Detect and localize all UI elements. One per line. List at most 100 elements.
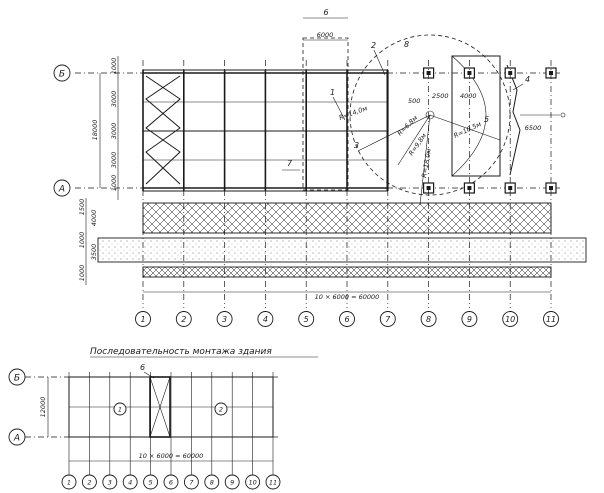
- callout-8: 8: [404, 40, 409, 49]
- seq-axis-label-5: 5: [149, 479, 153, 487]
- zone-6-outline: [302, 37, 349, 191]
- column-axis-label-1: 1: [140, 315, 145, 324]
- vertical-bracing-top: [145, 75, 181, 185]
- column-axis-label-10: 10: [505, 315, 515, 324]
- seq-axis-label-8: 8: [210, 479, 214, 487]
- crane-path-4: [506, 64, 521, 176]
- sequence-plan: Последовательность монтажа здания Б А 6 …: [8, 347, 318, 490]
- seq-axis-label-6: 6: [169, 479, 173, 487]
- small-dim-4000: 4000: [460, 92, 477, 100]
- seq-axis-bubble-b: [8, 368, 26, 386]
- seq-axis-bubble-6: [163, 474, 179, 490]
- column-core-9-a: [467, 186, 472, 190]
- small-dim-500: 500: [408, 97, 420, 105]
- seq-zone-1: 1: [118, 406, 122, 414]
- column-axis-bubble-1: [135, 311, 151, 327]
- crane-zone-rect: [451, 55, 501, 177]
- axis-label-b: Б: [59, 70, 65, 80]
- column-axis-bubble-4: [257, 311, 274, 327]
- seq-axis-bubble-5: [143, 474, 159, 490]
- callout-4: 4: [525, 75, 530, 84]
- column-axis-bubble-9: [461, 311, 478, 327]
- left-dim-2: 3000: [110, 91, 118, 108]
- column-axis-label-9: 9: [467, 315, 472, 324]
- seq-axis-label-9: 9: [230, 479, 234, 487]
- seq-axis-bubble-a: [8, 428, 26, 446]
- column-axis-label-11: 11: [546, 315, 556, 324]
- radius-r10-line: [429, 114, 501, 141]
- radius-r18-label: R=18,0м: [420, 148, 433, 178]
- column-axis-label-4: 4: [263, 315, 268, 324]
- span-total-label: 10 × 6000 = 60000: [315, 293, 380, 301]
- column-core-10-a: [508, 186, 513, 190]
- main-plan: Б А 6 6000: [53, 8, 587, 327]
- seq-axis-bubble-1: [61, 474, 77, 490]
- callout-2: 2: [371, 41, 376, 50]
- column-axis-bubble-10: [502, 311, 519, 327]
- column-axis-bubble-11: [543, 311, 559, 327]
- callout-4-leader: [512, 83, 524, 91]
- column-axis-bubble-5: [298, 311, 315, 327]
- seq-axis-label-4: 4: [128, 479, 132, 487]
- height-total-label: 18000: [91, 120, 99, 141]
- seq-axis-label-3: 3: [108, 479, 112, 487]
- seq-bay-cross-2: [149, 376, 171, 438]
- seq-axis-label-10: 10: [248, 479, 256, 487]
- radius-r10-label: R=10,5м: [452, 120, 482, 140]
- left-dim-1: 1000: [110, 58, 118, 75]
- seq-axis-bubble-9: [224, 474, 240, 490]
- axis-label-a: А: [58, 185, 65, 195]
- seq-axis-bubble-11: [265, 474, 281, 490]
- seq-zone-1-bubble: [113, 402, 127, 416]
- seq-start-bay: [149, 376, 171, 438]
- axis-bubble-b: [53, 64, 71, 82]
- left-dim-4: 3000: [110, 152, 118, 169]
- band-dim-4: 3500: [90, 244, 98, 261]
- column-axis-label-2: 2: [181, 315, 186, 324]
- callout-3: 3: [354, 141, 359, 150]
- seq-axis-bubble-8: [204, 474, 220, 490]
- callout-7: 7: [287, 159, 293, 168]
- seq-axis-label-7: 7: [189, 479, 194, 487]
- column-axis-label-7: 7: [385, 315, 391, 324]
- right-dim-6500: 6500: [525, 124, 542, 132]
- axis-bubble-a: [53, 179, 71, 197]
- band-dim-1: 1500: [78, 199, 86, 216]
- column-axes: 1 2 3 4 5 6 7 8 9 10 11: [135, 60, 559, 327]
- seq-axis-label-b: Б: [14, 374, 20, 384]
- small-dim-2500: 2500: [432, 92, 449, 100]
- column-axis-label-8: 8: [426, 315, 431, 324]
- seq-zone-2: 2: [219, 406, 223, 414]
- seq-axis-bubble-3: [102, 474, 118, 490]
- seq-axis-bubble-2: [81, 474, 97, 490]
- callout-6: 6: [323, 8, 328, 17]
- dim-6000: 6000: [317, 31, 334, 39]
- seq-axis-bubble-4: [122, 474, 138, 490]
- column-axis-label-6: 6: [344, 315, 349, 324]
- column-axis-label-3: 3: [222, 315, 227, 324]
- sequence-title: Последовательность монтажа здания: [90, 347, 272, 357]
- left-dim-3: 3000: [110, 123, 118, 140]
- column-axis-label-5: 5: [304, 315, 309, 324]
- band-dim-3: 1000: [78, 232, 86, 249]
- column-axis-bubble-3: [216, 311, 233, 327]
- column-axis-bubble-2: [175, 311, 192, 327]
- seq-callout-6-leader: [143, 371, 155, 379]
- column-core-8-a: [426, 186, 431, 190]
- left-dim-5: 1000: [110, 175, 118, 192]
- road-strip-dotted: [97, 237, 587, 263]
- seq-axis-bubble-10: [245, 474, 261, 490]
- callout-2-leader: [373, 49, 386, 76]
- callout-1: 1: [330, 88, 335, 97]
- column-axis-bubble-8: [420, 311, 437, 327]
- column-axis-bubble-6: [339, 311, 355, 327]
- radius-r6-line: [357, 114, 431, 152]
- band-dim-5: 1000: [78, 265, 86, 282]
- band-dim-2: 4000: [90, 210, 98, 227]
- radius-r6-label: R=6,8м: [396, 114, 420, 138]
- seq-axis-label-11: 11: [269, 479, 277, 487]
- seq-axis-bubble-7: [183, 474, 199, 490]
- seq-zone-2-bubble: [214, 402, 228, 416]
